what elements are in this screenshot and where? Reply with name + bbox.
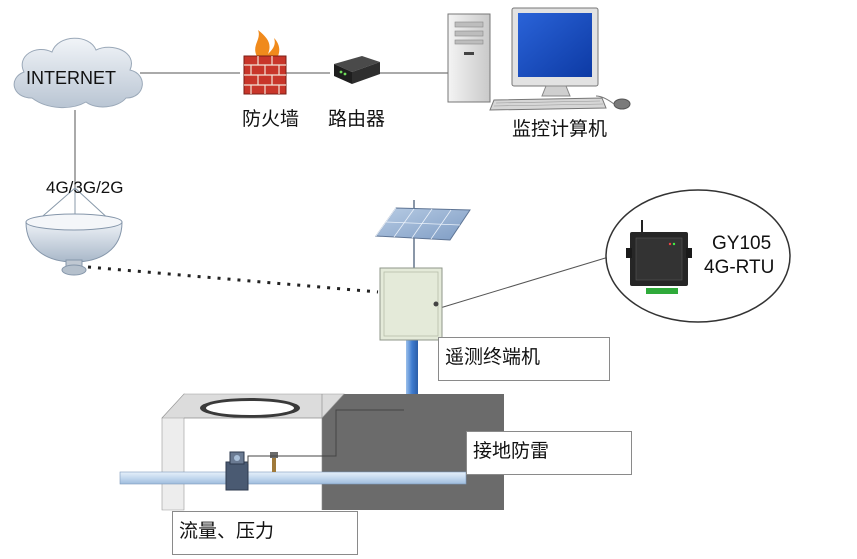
- router-label: 路由器: [328, 108, 386, 130]
- device-model-label: GY105: [712, 233, 772, 254]
- firewall-label: 防火墙: [242, 108, 300, 130]
- computer-icon: [447, 7, 631, 111]
- terminal-label: 遥测终端机: [445, 346, 541, 368]
- internet-label: INTERNET: [26, 68, 116, 88]
- terminal-label-box: 遥测终端机: [438, 337, 610, 381]
- signal-cable: [247, 409, 404, 464]
- rtu-device-icon: [605, 189, 791, 323]
- firewall-icon: [243, 30, 287, 95]
- solar-panel-icon: [375, 200, 471, 268]
- flow-pressure-label-box: 流量、压力: [172, 511, 358, 555]
- well-chamber-icon: [161, 393, 504, 511]
- pressure-sensor-icon: [270, 452, 278, 472]
- wireless-label: 4G/3G/2G: [46, 178, 124, 197]
- satellite-dish-icon: [25, 187, 123, 276]
- wireless-link: [87, 265, 379, 294]
- terminal-cabinet-icon: [379, 267, 443, 341]
- grounding-label-box: 接地防雷: [466, 431, 632, 475]
- device-type-label: 4G-RTU: [704, 257, 775, 278]
- flow-meter-icon: [225, 451, 249, 491]
- grounding-label: 接地防雷: [473, 440, 550, 462]
- router-icon: [334, 56, 380, 84]
- monitor-pc-label: 监控计算机: [512, 118, 608, 140]
- cloud-icon: [13, 37, 143, 108]
- flow-pressure-label: 流量、压力: [179, 520, 275, 542]
- water-pipe: [119, 471, 467, 485]
